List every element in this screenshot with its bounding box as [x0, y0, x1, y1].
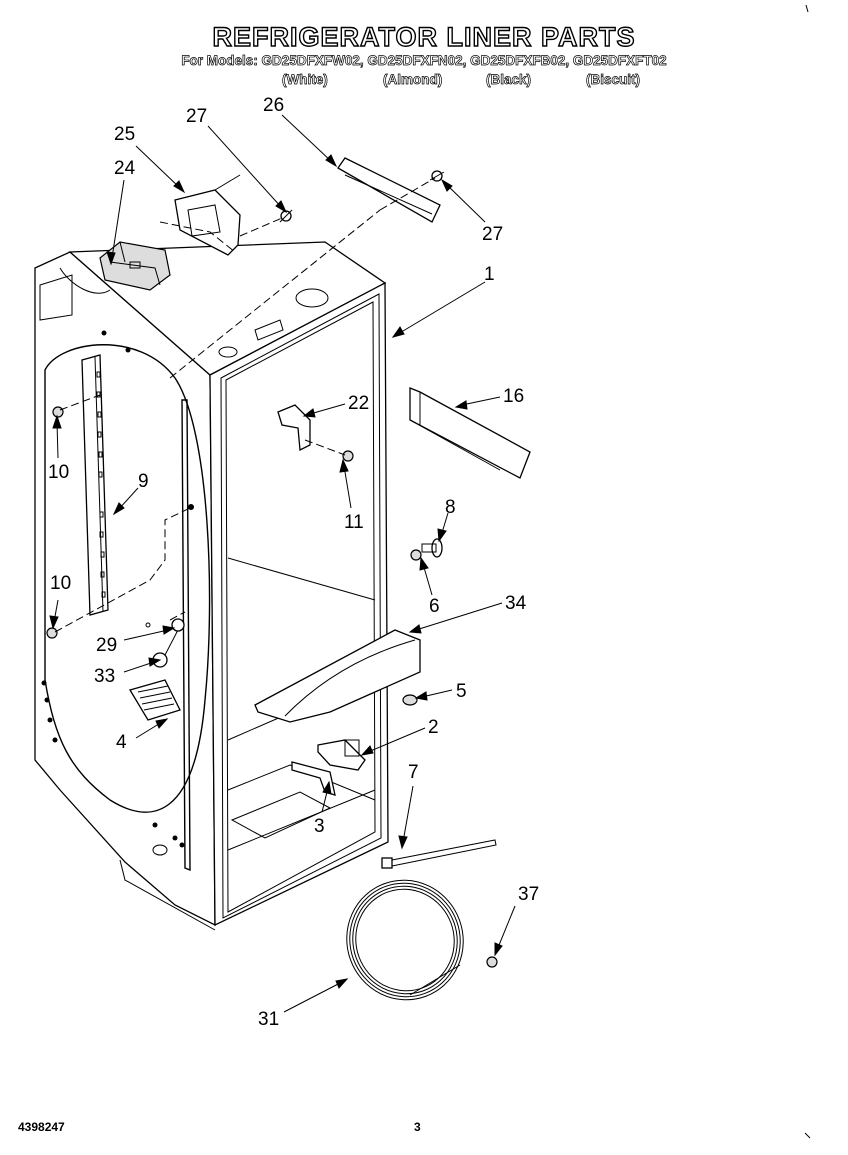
callouts: 26 27 25 24 27 1 16 22 10 9 11 8 10 6 34…: [48, 95, 539, 1030]
bracket-26: [337, 157, 441, 223]
rivet-8: [421, 538, 443, 558]
bracket-22: [277, 404, 311, 452]
corner-mark-bottom: [804, 1132, 811, 1139]
callout-31: 31: [258, 1009, 279, 1030]
callout-3: 3: [314, 816, 325, 837]
callout-25: 25: [114, 124, 135, 145]
color-biscuit: (Biscuit): [586, 72, 641, 88]
callout-9: 9: [138, 471, 149, 492]
callout-10-lower: 10: [50, 573, 71, 594]
screw-37: [486, 956, 498, 968]
color-almond: (Almond): [383, 72, 443, 88]
crisper-shield-34: [254, 629, 421, 723]
callout-27-top: 27: [186, 106, 207, 127]
callout-16: 16: [503, 386, 524, 407]
callout-29: 29: [96, 635, 117, 656]
callout-2: 2: [428, 717, 439, 738]
part-number: 4398247: [18, 1120, 65, 1134]
callout-4: 4: [116, 732, 127, 753]
callout-5: 5: [456, 681, 467, 702]
callout-8: 8: [445, 497, 456, 518]
callout-34: 34: [505, 593, 527, 614]
page-number: 3: [414, 1120, 421, 1134]
grille-4: [129, 679, 181, 721]
assembly-lines: [54, 177, 436, 633]
control-housing-24: [99, 241, 171, 291]
bracket-2-tab: [344, 739, 360, 757]
screw-10a: [52, 406, 64, 418]
callout-6: 6: [429, 596, 440, 617]
shelf-support-16: [409, 387, 531, 479]
vertical-rail-9: [81, 354, 109, 616]
callout-26: 26: [263, 95, 284, 116]
screw-6: [410, 549, 422, 561]
corner-mark-top: [805, 4, 809, 13]
callout-27-right: 27: [482, 224, 503, 245]
callout-24: 24: [114, 158, 136, 179]
tie-strap-7: [381, 839, 497, 869]
control-cover-25: [174, 174, 241, 256]
models-line: For Models: GD25DFXFW02, GD25DFXFN02, GD…: [181, 53, 667, 69]
color-black: (Black): [486, 72, 532, 88]
callout-22: 22: [348, 393, 369, 414]
water-tube-coil-31: [346, 879, 464, 1001]
callout-11: 11: [344, 512, 364, 533]
callout-7: 7: [408, 762, 419, 783]
callout-1: 1: [484, 264, 495, 285]
leader-lines: [49, 114, 516, 1013]
screw-11: [342, 450, 354, 462]
page-title: REFRIGERATOR LINER PARTS: [212, 21, 636, 52]
callout-33: 33: [94, 666, 115, 687]
nut-5: [402, 694, 418, 706]
socket-29: [145, 618, 185, 632]
color-white: (White): [282, 72, 328, 88]
callout-37: 37: [518, 884, 539, 905]
screw-10b: [46, 627, 58, 639]
callout-10-upper: 10: [48, 462, 69, 483]
